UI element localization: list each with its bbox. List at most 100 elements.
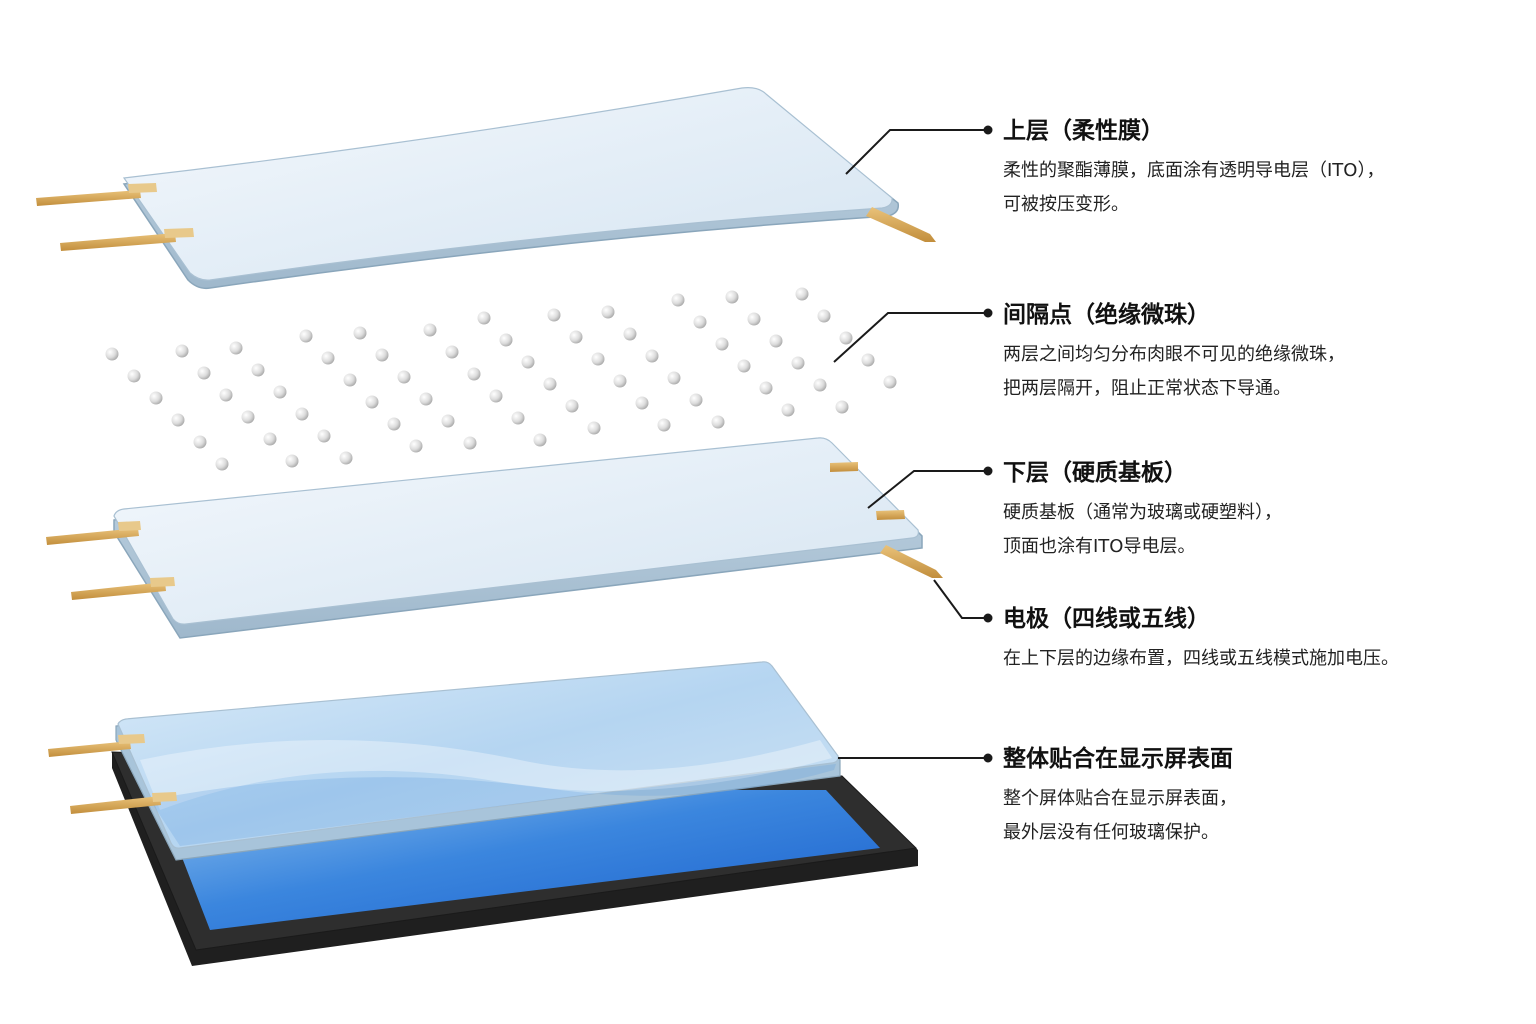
electrode-tab [150, 577, 175, 587]
spacer-bead [446, 346, 459, 359]
spacer-bead [128, 370, 141, 383]
electrode-tab [60, 233, 176, 251]
spacer-bead [566, 400, 579, 413]
spacer-bead [884, 376, 897, 389]
label-desc-line: 硬质基板（通常为玻璃或硬塑料）， [1003, 496, 1523, 530]
leader-line-electrode [934, 580, 986, 618]
spacer-bead [792, 357, 805, 370]
spacer-bead [840, 332, 853, 345]
spacer-bead [398, 371, 411, 384]
spacer-bead [478, 312, 491, 325]
top-flexible-film [36, 88, 936, 289]
leader-lines [834, 127, 992, 762]
electrode-tab [118, 734, 145, 744]
spacer-bead [468, 368, 481, 381]
label-desc-line: 在上下层的边缘布置，四线或五线模式施加电压。 [1003, 642, 1523, 676]
spacer-bead [318, 430, 331, 443]
spacer-bead [410, 440, 423, 453]
electrode-tab [830, 462, 858, 472]
spacer-bead [376, 349, 389, 362]
spacer-bead [286, 455, 299, 468]
spacer-bead [194, 436, 207, 449]
spacer-bead [836, 401, 849, 414]
spacer-bead [198, 367, 211, 380]
spacer-bead [172, 414, 185, 427]
leader-dot [985, 755, 992, 762]
label-top-layer: 上层（柔性膜） 柔性的聚酯薄膜，底面涂有透明导电层（ITO）， 可被按压变形。 [1003, 116, 1523, 222]
label-spacer-dots: 间隔点（绝缘微珠） 两层之间均匀分布肉眼不可见的绝缘微珠， 把两层隔开，阻止正常… [1003, 300, 1523, 406]
spacer-bead [274, 386, 287, 399]
label-title: 下层（硬质基板） [1003, 458, 1523, 488]
spacer-bead [220, 389, 233, 402]
spacer-bead [176, 345, 189, 358]
spacer-bead [442, 415, 455, 428]
spacer-bead [242, 411, 255, 424]
leader-line-spacer [834, 313, 986, 362]
spacer-bead [712, 416, 725, 429]
bottom-rigid-substrate [46, 438, 943, 638]
label-desc-line: 把两层隔开，阻止正常状态下导通。 [1003, 372, 1523, 406]
spacer-bead [252, 364, 265, 377]
assembled-display [48, 662, 918, 966]
top-film-surface [124, 88, 892, 281]
spacer-bead [862, 354, 875, 367]
spacer-bead [490, 390, 503, 403]
spacer-bead [782, 404, 795, 417]
spacer-bead [344, 374, 357, 387]
spacer-bead [544, 378, 557, 391]
spacer-bead [340, 452, 353, 465]
spacer-bead [388, 418, 401, 431]
electrode-tab [164, 228, 194, 238]
label-description: 在上下层的边缘布置，四线或五线模式施加电压。 [1003, 642, 1523, 676]
label-desc-line: 最外层没有任何玻璃保护。 [1003, 816, 1523, 850]
spacer-bead [760, 382, 773, 395]
spacer-bead [690, 394, 703, 407]
label-title: 电极（四线或五线） [1003, 604, 1523, 634]
spacer-bead [296, 408, 309, 421]
leader-line-top [846, 130, 986, 174]
spacer-bead [322, 352, 335, 365]
label-electrode: 电极（四线或五线） 在上下层的边缘布置，四线或五线模式施加电压。 [1003, 604, 1523, 676]
label-desc-line: 顶面也涂有ITO导电层。 [1003, 530, 1523, 564]
spacer-bead [420, 393, 433, 406]
spacer-bead [814, 379, 827, 392]
spacer-bead [592, 353, 605, 366]
spacer-bead [614, 375, 627, 388]
spacer-bead [748, 313, 761, 326]
label-desc-line: 两层之间均匀分布肉眼不可见的绝缘微珠， [1003, 338, 1523, 372]
electrode-tab [118, 521, 141, 531]
label-desc-line: 可被按压变形。 [1003, 188, 1523, 222]
spacer-bead [668, 372, 681, 385]
spacer-bead [150, 392, 163, 405]
label-description: 两层之间均匀分布肉眼不可见的绝缘微珠， 把两层隔开，阻止正常状态下导通。 [1003, 338, 1523, 406]
spacer-bead [570, 331, 583, 344]
label-display-mount: 整体贴合在显示屏表面 整个屏体贴合在显示屏表面， 最外层没有任何玻璃保护。 [1003, 744, 1523, 850]
label-description: 柔性的聚酯薄膜，底面涂有透明导电层（ITO）， 可被按压变形。 [1003, 154, 1523, 222]
spacer-bead [548, 309, 561, 322]
spacer-bead [770, 335, 783, 348]
electrode-tab [128, 183, 157, 193]
spacer-bead [636, 397, 649, 410]
spacer-bead [500, 334, 513, 347]
electrode-tab [36, 190, 141, 206]
spacer-bead [464, 437, 477, 450]
electrode-tab [876, 510, 905, 520]
spacer-bead [624, 328, 637, 341]
spacer-bead [588, 422, 601, 435]
label-desc-line: 整个屏体贴合在显示屏表面， [1003, 782, 1523, 816]
spacer-bead [726, 291, 739, 304]
spacer-bead [672, 294, 685, 307]
label-description: 整个屏体贴合在显示屏表面， 最外层没有任何玻璃保护。 [1003, 782, 1523, 850]
spacer-bead [534, 434, 547, 447]
spacer-bead [646, 350, 659, 363]
spacer-bead [818, 310, 831, 323]
label-bottom-layer: 下层（硬质基板） 硬质基板（通常为玻璃或硬塑料）， 顶面也涂有ITO导电层。 [1003, 458, 1523, 564]
label-desc-line: 柔性的聚酯薄膜，底面涂有透明导电层（ITO）， [1003, 154, 1523, 188]
spacer-bead [424, 324, 437, 337]
spacer-bead [602, 306, 615, 319]
spacer-bead [106, 348, 119, 361]
spacer-bead [264, 433, 277, 446]
spacer-bead [230, 342, 243, 355]
spacer-bead [522, 356, 535, 369]
label-title: 间隔点（绝缘微珠） [1003, 300, 1523, 330]
